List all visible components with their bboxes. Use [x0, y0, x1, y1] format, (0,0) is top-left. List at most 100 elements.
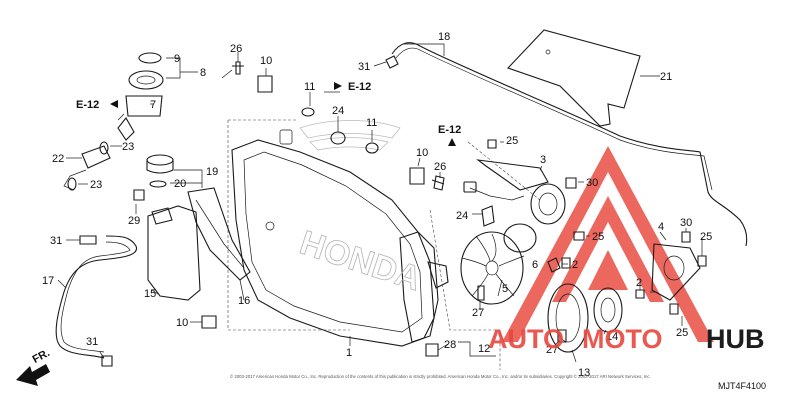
- part-label: 5: [502, 283, 508, 295]
- ref-label-e12-left: E-12: [76, 99, 99, 111]
- watermark-brand-hub: HUB: [706, 324, 765, 354]
- filler-spout: [117, 117, 135, 141]
- part-label: 10: [260, 55, 272, 67]
- leader-lines: [57, 43, 703, 363]
- part-label: 10: [176, 317, 188, 329]
- hoses: [55, 55, 399, 367]
- part-label: 19: [206, 166, 218, 178]
- part-label: 27: [546, 344, 558, 356]
- part-label: 3: [540, 154, 546, 166]
- shroud-plate-21: [507, 29, 641, 127]
- reserve-tank: [147, 187, 251, 301]
- watermark-brand-auto: AUTO: [488, 324, 564, 354]
- direction-label: FR.: [31, 347, 52, 366]
- watermark-brand-moto: MOTO: [582, 324, 663, 354]
- part-label: 31: [86, 336, 98, 348]
- radiator-brand-mark: HONDA: [295, 224, 425, 299]
- part-label: 23: [122, 141, 134, 153]
- part-label: 18: [438, 31, 450, 43]
- part-label: 13: [578, 367, 590, 379]
- washer-20: [149, 180, 167, 188]
- washer-11-b: [365, 142, 379, 154]
- drawing-code: MJT4F4100: [718, 381, 766, 391]
- radiator-cap-8: [128, 70, 164, 90]
- part-label: 11: [304, 81, 315, 93]
- grommet-10-c: [201, 315, 217, 329]
- washer-11-a: [301, 107, 315, 117]
- bolt-25-d: [669, 303, 679, 315]
- nut-30-a: [565, 177, 577, 189]
- ref-arrow-left: [110, 100, 118, 108]
- fan-motor-shaft: [503, 223, 537, 253]
- grommet-10-a: [257, 75, 273, 93]
- part-label: 23: [90, 179, 102, 191]
- part-label: 25: [506, 135, 518, 147]
- bolt-26-a: [232, 61, 244, 75]
- fan-motor-inner: [538, 192, 558, 216]
- fan-connector: [463, 181, 477, 193]
- radiator-cap-neck: [427, 261, 449, 289]
- hose-22: [81, 145, 111, 169]
- bolt-25-c: [697, 255, 707, 267]
- fan-motor-housing: [530, 183, 566, 225]
- radiator-core: [243, 151, 423, 333]
- part-label: 26: [230, 43, 242, 55]
- boundary-radiator: [227, 119, 350, 331]
- clamp-31-a: [79, 235, 97, 245]
- boundary-fan-group: [429, 209, 501, 370]
- overflow-hose-18-b: [395, 47, 713, 191]
- part-label: 30: [680, 217, 692, 229]
- part-label: 2: [636, 277, 642, 289]
- fan14-motor: [593, 287, 623, 333]
- fan-shroud: [460, 231, 524, 305]
- part-label: 26: [434, 161, 446, 173]
- tank-bracket-16: [187, 187, 251, 281]
- bolt-2-a: [561, 257, 571, 269]
- watermark-triangle-inner: [552, 196, 664, 302]
- hose-17-inner: [60, 241, 131, 353]
- filler-neck-7: [125, 95, 163, 117]
- part-label: 22: [52, 153, 64, 165]
- part-label: 25: [592, 231, 604, 243]
- hardware: [133, 61, 707, 357]
- fan-motor-bracket: [475, 159, 549, 191]
- part-label: 25: [676, 327, 688, 339]
- clip-24-b: [481, 205, 495, 227]
- plate-hole: [545, 49, 551, 55]
- radiator-frame: [231, 139, 435, 347]
- clamp-31-c: [385, 55, 399, 69]
- radiator-cap-8-inner: [136, 75, 156, 85]
- clamp-31-b: [101, 355, 113, 367]
- tank-cap-19-top: [146, 154, 174, 166]
- watermark-triangle-core: [588, 250, 628, 290]
- honda-wing-mark: [299, 120, 401, 151]
- ref-label-e12-right: E-12: [438, 124, 461, 136]
- radiator-bracket-top: [279, 129, 293, 145]
- part-label: 24: [456, 210, 468, 222]
- reserve-tank-neck: [151, 207, 173, 225]
- part-labels: 1 2 2 3 4 5 6 7 8 9 10 10 10 11 11 12 13…: [42, 31, 712, 379]
- fan-hub: [485, 260, 499, 276]
- part-label: 16: [238, 295, 250, 307]
- tank-bracket-16-rail: [195, 199, 245, 269]
- part-label: 7: [150, 99, 156, 111]
- fan-connector-wire: [469, 187, 525, 201]
- radiator-tank: [399, 231, 439, 343]
- cap-9-seal: [138, 52, 162, 64]
- part-label: 11: [366, 117, 377, 129]
- part-label: 14: [606, 331, 618, 343]
- grommet-10-b: [409, 167, 425, 185]
- part-label: 17: [42, 275, 54, 287]
- fan-motor-3: [463, 159, 566, 253]
- nut-30-b: [681, 231, 691, 243]
- part-label: 6: [532, 259, 538, 271]
- watermark-logo: [502, 146, 714, 342]
- part-label: 8: [200, 67, 206, 79]
- reference-boundaries: [227, 119, 541, 370]
- ref-label-e12-mid: E-12: [348, 81, 371, 93]
- part-label: 12: [478, 343, 490, 355]
- part-label: 29: [128, 215, 140, 227]
- part-label: 9: [174, 53, 180, 65]
- overflow-hose-18: [391, 42, 748, 247]
- clip-27-b: [557, 329, 567, 343]
